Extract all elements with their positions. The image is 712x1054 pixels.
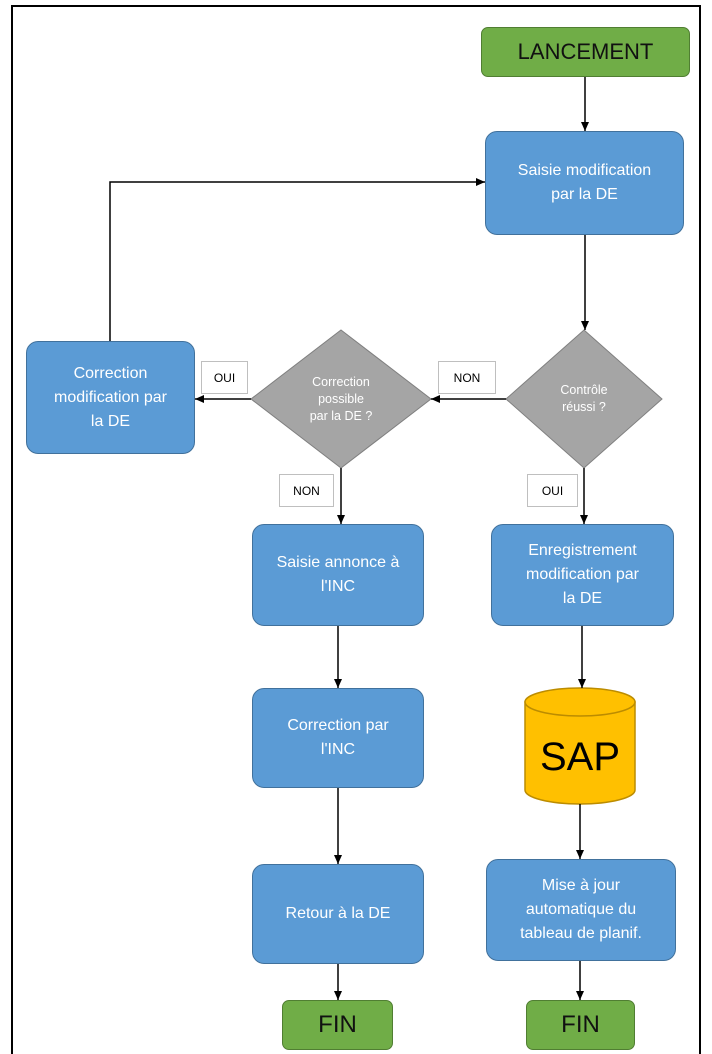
end-terminal-right: FIN	[526, 1000, 635, 1050]
process-correction-inc-label: Correction par l'INC	[287, 717, 389, 758]
decision-possible-label: Correction possible par la DE ?	[309, 374, 373, 423]
database-sap-label: SAP	[539, 734, 621, 779]
edge-label-non-bottom: NON	[279, 474, 334, 507]
end-terminal-left: FIN	[282, 1000, 393, 1050]
process-enregistrement-label: Enregistrement modification par la DE	[526, 542, 639, 607]
process-retour-de: Retour à la DE	[252, 864, 424, 964]
process-correction-de: Correction modification par la DE	[26, 341, 195, 454]
process-saisie-annonce-inc: Saisie annonce à l'INC	[252, 524, 424, 626]
process-saisie-annonce-inc-label: Saisie annonce à l'INC	[276, 554, 400, 595]
process-saisie-modification: Saisie modification par la DE	[485, 131, 684, 235]
edge-label-oui-left: OUI	[201, 361, 248, 394]
end-label-left: FIN	[318, 1011, 357, 1038]
end-label-right: FIN	[561, 1011, 600, 1038]
process-mise-a-jour: Mise à jour automatique du tableau de pl…	[486, 859, 676, 961]
edge-correction-to-saisie	[109, 178, 485, 341]
edge-label-non-top: NON	[438, 361, 496, 394]
start-label: LANCEMENT	[517, 39, 654, 64]
database-sap-shape	[524, 687, 636, 805]
process-correction-inc: Correction par l'INC	[252, 688, 424, 788]
edge-label-oui-right: OUI	[527, 474, 578, 507]
start-terminal: LANCEMENT	[481, 27, 690, 77]
process-saisie-modification-label: Saisie modification par la DE	[517, 162, 652, 203]
diagram-border	[11, 5, 701, 1054]
process-correction-de-label: Correction modification par la DE	[54, 364, 167, 430]
process-retour-de-label: Retour à la DE	[285, 905, 391, 922]
decision-controle-label: Contrôle réussi ?	[560, 383, 608, 414]
process-enregistrement: Enregistrement modification par la DE	[491, 524, 674, 626]
process-mise-a-jour-label: Mise à jour automatique du tableau de pl…	[520, 877, 642, 942]
